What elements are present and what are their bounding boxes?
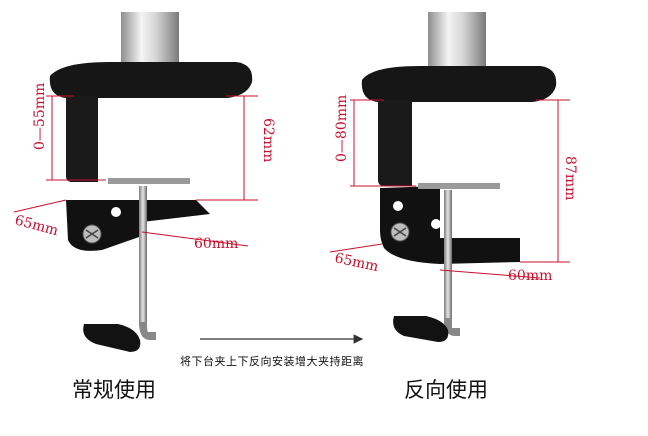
pole	[121, 12, 179, 70]
range-label: 0—80mm	[334, 95, 350, 162]
height-label: 62mm	[260, 118, 276, 162]
width-label: 65mm	[13, 212, 60, 239]
bolt-hole	[431, 219, 441, 229]
dimension-lines	[13, 95, 258, 247]
clamp-normal: 0—55mm 62mm 65mm 60mm	[13, 12, 276, 352]
bolt-hole	[80, 185, 90, 195]
range-label: 0—55mm	[32, 83, 48, 150]
install-note: 将下台夹上下反向安装增大夹持距离	[180, 355, 364, 368]
clamp-body	[66, 96, 98, 182]
bracket-plate	[66, 200, 210, 251]
top-plate	[49, 62, 253, 98]
pressure-pad	[418, 183, 500, 189]
width-label: 65mm	[333, 250, 380, 275]
bolt-hole	[111, 207, 121, 217]
crank-knob	[393, 316, 449, 342]
crank-knob	[83, 324, 141, 352]
pole	[428, 12, 486, 70]
depth-label: 60mm	[508, 268, 552, 284]
caption-normal-use: 常规使用	[72, 378, 156, 402]
clamp-reverse: 0—80mm 87mm 65mm 60mm	[329, 12, 578, 342]
top-plate	[361, 66, 557, 102]
crank-handle	[139, 322, 156, 340]
threaded-rod	[139, 186, 147, 326]
dimension-lines	[329, 99, 570, 279]
pressure-pad	[108, 178, 190, 184]
threaded-rod	[444, 190, 452, 324]
caption-reverse-use: 反向使用	[404, 378, 488, 402]
depth-label: 60mm	[194, 236, 238, 252]
bracket-plate	[380, 186, 520, 264]
clamp-body	[378, 100, 412, 186]
bolt-hole	[393, 201, 403, 211]
height-label: 87mm	[562, 156, 578, 200]
